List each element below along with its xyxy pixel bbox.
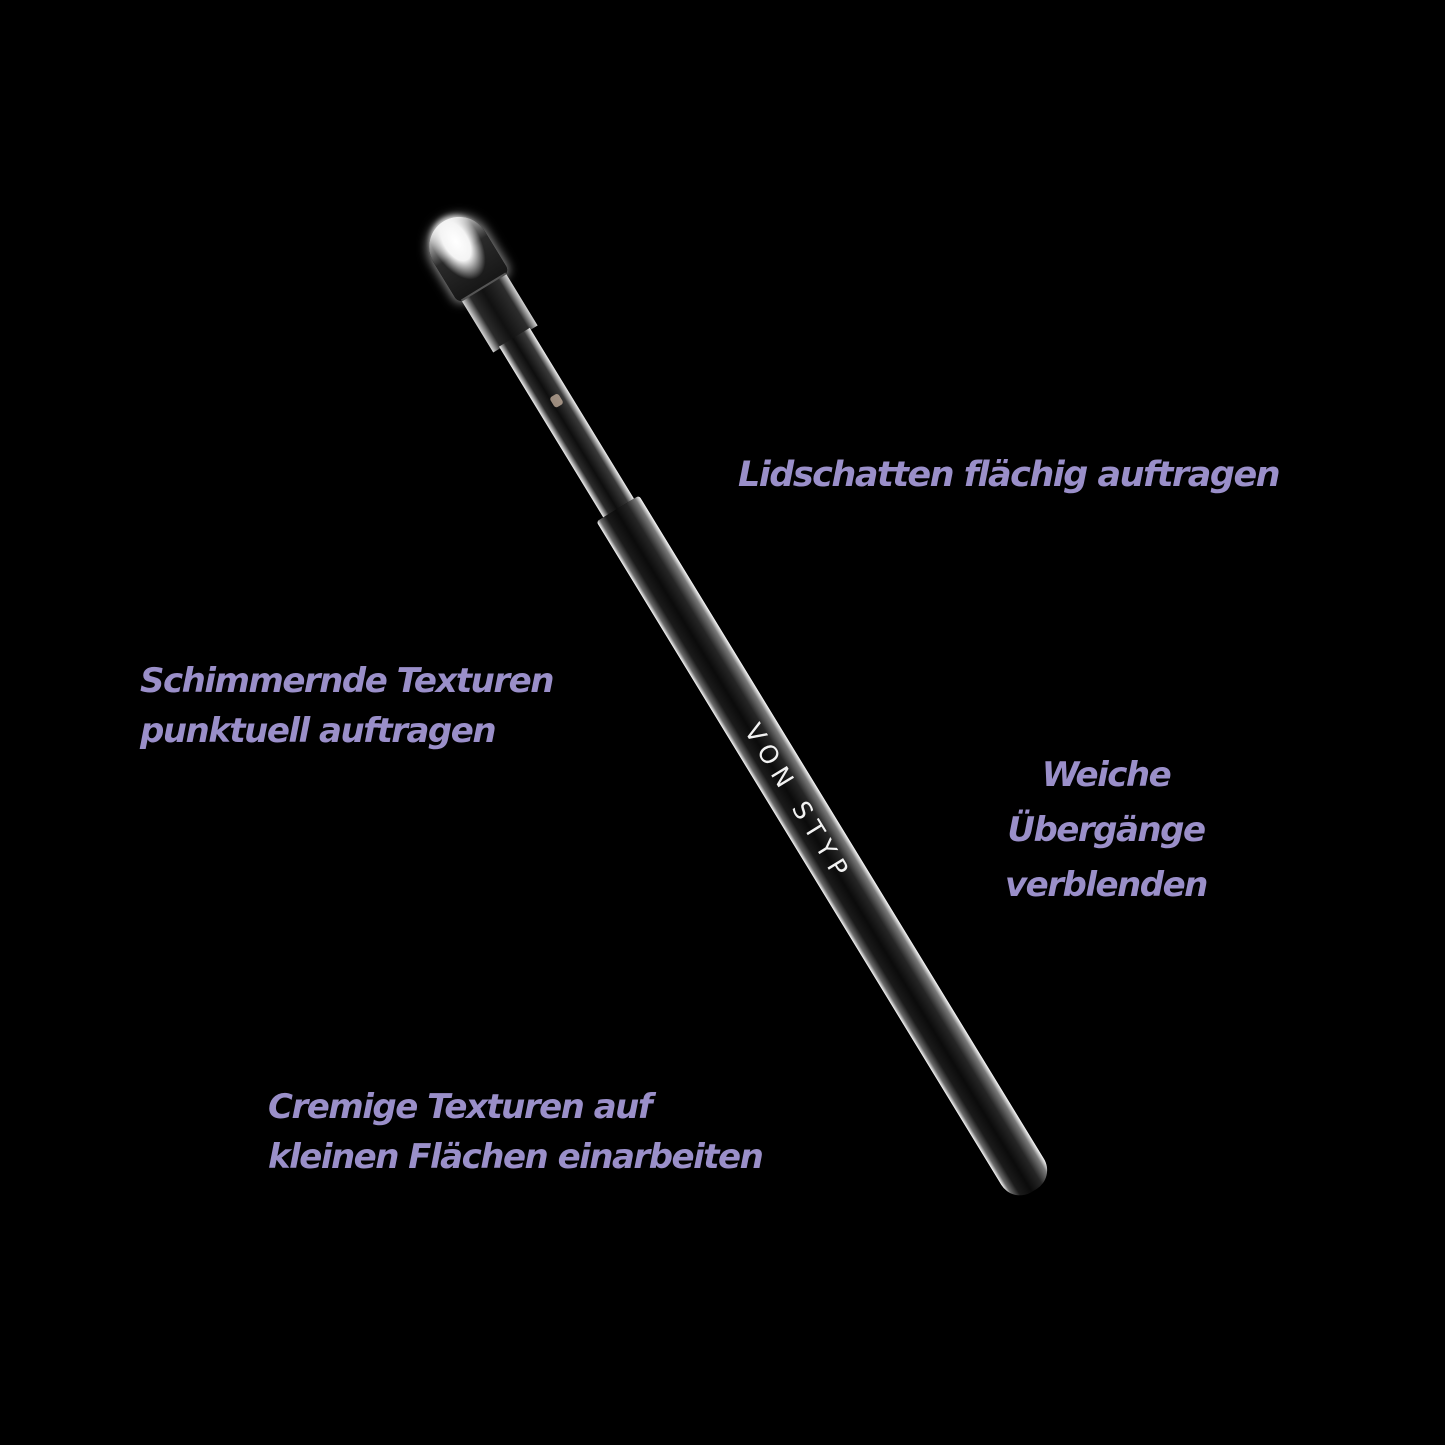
feature-label-blend-transitions: Weiche Übergänge verblenden <box>1005 748 1208 913</box>
feature-label-shimmer-textures: Schimmernde Texturen punktuell auftragen <box>140 656 554 756</box>
ferrule-highlight <box>549 392 564 409</box>
label-line: kleinen Flächen einarbeiten <box>268 1137 764 1177</box>
label-line: verblenden <box>1005 865 1208 905</box>
feature-label-apply-eyeshadow: Lidschatten flächig auftragen <box>738 450 1281 500</box>
brand-imprint: VON STYP <box>738 718 858 888</box>
feature-label-cream-textures: Cremige Texturen auf kleinen Flächen ein… <box>268 1082 764 1182</box>
label-line: Cremige Texturen auf <box>268 1087 653 1127</box>
label-line: Schimmernde Texturen <box>140 661 554 701</box>
label-line: Übergänge <box>1007 810 1206 850</box>
label-line: Lidschatten flächig auftragen <box>738 455 1281 495</box>
label-line: Weiche <box>1041 755 1172 795</box>
brush-ferrule <box>499 327 634 518</box>
label-line: punktuell auftragen <box>140 711 497 751</box>
